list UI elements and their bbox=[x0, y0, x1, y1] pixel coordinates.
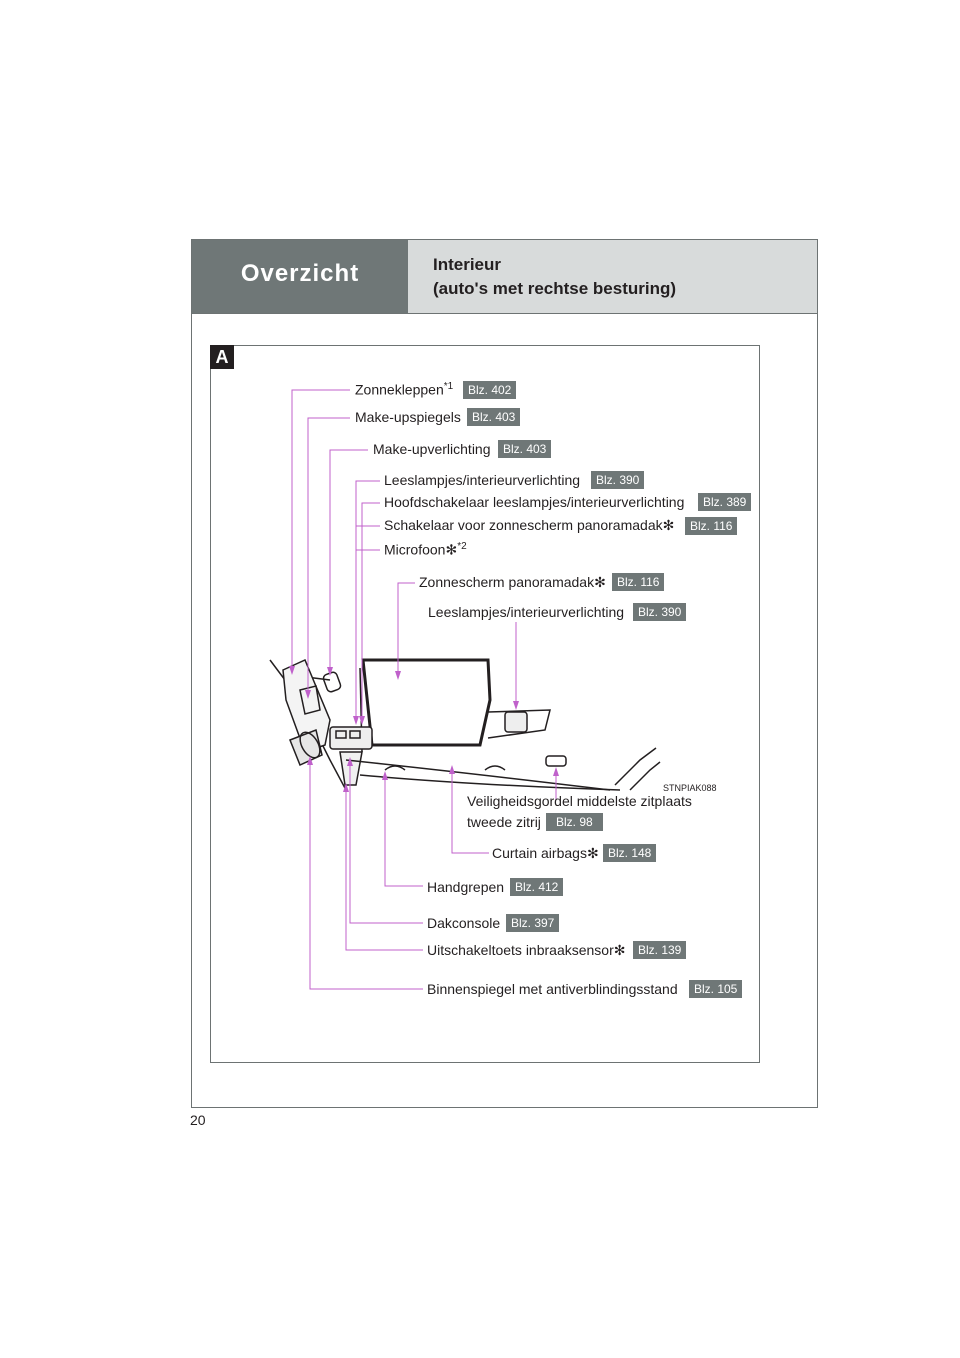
page-ref-badge: Blz. 397 bbox=[506, 914, 560, 932]
page-ref-badge: Blz. 98 bbox=[546, 813, 603, 831]
page-number: 20 bbox=[190, 1112, 206, 1128]
label-make-upspiegels: Make-upspiegels bbox=[355, 409, 461, 425]
label-curtain-airbags: Curtain airbags✻ bbox=[492, 845, 599, 861]
page-ref-badge: Blz. 402 bbox=[463, 381, 517, 399]
label-handgrepen: Handgrepen bbox=[427, 879, 505, 895]
page-ref-badge: Blz. 412 bbox=[510, 878, 564, 896]
label-leeslampjes-achter: Leeslampjes/interieurverlichting bbox=[428, 604, 625, 620]
page-title: Interieur bbox=[433, 255, 502, 274]
page-ref-badge: Blz. 403 bbox=[498, 440, 552, 458]
label-schakelaar-zonnescherm: Schakelaar voor zonnescherm panoramadak✻ bbox=[384, 517, 675, 533]
figure-code: STNPIAK088 bbox=[663, 783, 717, 793]
label-veiligheidsgordel: Veiligheidsgordel middelste zitplaats bbox=[467, 793, 692, 809]
section-tab: Overzicht bbox=[192, 240, 408, 313]
label-binnenspiegel: Binnenspiegel met antiverblindingsstand bbox=[427, 981, 678, 997]
label-microfoon: Microfoon✻*2 bbox=[384, 541, 467, 558]
label-veiligheidsgordel-line2: tweede zitrij bbox=[467, 814, 541, 830]
figure-badge: A bbox=[210, 345, 234, 369]
header-divider bbox=[192, 313, 817, 314]
label-make-upverlichting: Make-upverlichting bbox=[373, 441, 491, 457]
page-ref-badge: Blz. 403 bbox=[467, 408, 521, 426]
roof-drawing bbox=[269, 658, 661, 791]
label-leeslampjes: Leeslampjes/interieurverlichting bbox=[384, 472, 581, 488]
page-header: Interieur (auto's met rechtse besturing) bbox=[408, 240, 817, 313]
label-hoofdschakelaar: Hoofdschakelaar leeslampjes/interieurver… bbox=[384, 494, 685, 510]
page-frame bbox=[191, 239, 818, 1108]
label-zonnekleppen: Zonnekleppen*1 bbox=[355, 381, 454, 398]
page-ref-badge: Blz. 390 bbox=[633, 603, 687, 621]
page-subtitle: (auto's met rechtse besturing) bbox=[433, 279, 677, 298]
page-ref-badge: Blz. 105 bbox=[689, 980, 743, 998]
figure-box bbox=[210, 345, 760, 1063]
page-ref-badge: Blz. 116 bbox=[612, 573, 665, 591]
page-ref-badge: Blz. 139 bbox=[633, 941, 687, 959]
section-title: Overzicht bbox=[240, 260, 360, 287]
callout-arrowheads bbox=[289, 666, 559, 792]
page-ref-badge: Blz. 389 bbox=[698, 493, 752, 511]
label-uitschakeltoets: Uitschakeltoets inbraaksensor✻ bbox=[427, 942, 626, 958]
label-dakconsole: Dakconsole bbox=[427, 915, 501, 931]
page-ref-badge: Blz. 390 bbox=[591, 471, 645, 489]
page-ref-badge: Blz. 148 bbox=[603, 844, 657, 862]
page-ref-badge: Blz. 116 bbox=[685, 517, 738, 535]
label-zonnescherm-panoramadak: Zonnescherm panoramadak✻ bbox=[419, 574, 606, 590]
callout-lines bbox=[291, 389, 557, 990]
